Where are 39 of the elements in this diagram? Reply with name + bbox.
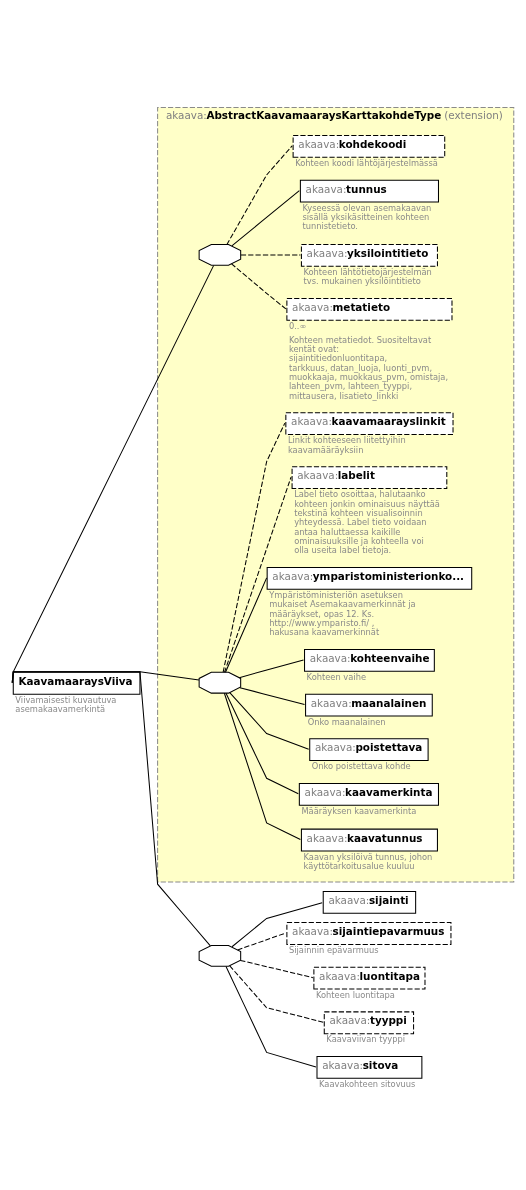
connector	[238, 658, 304, 678]
node-octagon	[198, 944, 242, 967]
connector	[225, 965, 317, 1067]
node-label: Kyseessä olevan asemakaavan sisällä yksikäsitteinen kohteen tunnistetieto.	[302, 202, 432, 231]
connector	[240, 253, 301, 255]
connector	[222, 422, 286, 673]
connector	[229, 691, 310, 750]
node-label: Onko maanalainen	[307, 716, 386, 727]
node-label: Sijainnin epävarmuus	[288, 944, 379, 955]
node-octagon	[198, 243, 242, 266]
node-label: Määräyksen kaavamerkinta	[301, 805, 417, 816]
connector	[231, 901, 323, 947]
node-label: Kaavan yksilöivä tunnus, johon käyttötarkoitusalue kuuluu	[303, 851, 433, 871]
connector	[226, 144, 293, 245]
node-label: Kohteen koodi lähtöjärjestelmässä	[295, 157, 438, 168]
node-label: Linkit kohteeseen liitettyihin kaavamääräyksiin	[287, 434, 406, 455]
node-label: Kohteen lähtötietojärjestelmän tvs. mukainen yksilöintitieto	[303, 266, 432, 286]
node-label: Viivamaisesti kuvautuva asemakaavamerkintä	[15, 694, 117, 714]
node-octagon	[198, 671, 242, 694]
connector	[231, 189, 300, 246]
node-label: 0..∞	[288, 320, 307, 331]
connector	[224, 476, 292, 673]
connector	[231, 262, 287, 309]
connector	[225, 692, 299, 794]
connector	[237, 931, 287, 950]
connector	[11, 264, 215, 683]
node-label: Kohteen metatiedot. Suositeltavat kentät ovat: sijaintitiedonluontitapa, tarkkuus, datan_luoja, luonti_pvm, muokkaaja, muokkaus_pvm, omistaja, lahteen_pvm, lahteen_tyyppi, mittausera, lisatieto_linkki	[288, 334, 449, 401]
connector	[239, 959, 314, 978]
node-label: Kohteen luontitapa	[315, 989, 395, 1000]
node-label: Onko poistettava kohde	[311, 760, 411, 771]
node-label: Label tieto osoittaa, halutaanko kohteen jonkin ominaisuus näyttää tekstinä kohteen visualisoinnin yhteydessä. Label tieto voidaan antaa haluttaessa kaikille ominaisuuksille ja kohteella voi olla useita label tietoja.	[294, 488, 440, 555]
connector	[229, 964, 324, 1023]
connector	[223, 692, 301, 840]
node-label: Kohteen vaihe	[306, 671, 366, 682]
node-label: Kaavakohteen sitovuus	[319, 1078, 416, 1089]
node-label: Kaavaviivan tyyppi	[326, 1033, 406, 1044]
connector	[239, 686, 306, 705]
node-label: Ympäristöministeriön asetuksen mukaiset Asemakaavamerkinnät ja määräykset, opas 12. Ks. http://www.ymparisto.fi/ , hakusana kaavamerkinnät	[269, 589, 416, 637]
connector	[224, 576, 268, 673]
